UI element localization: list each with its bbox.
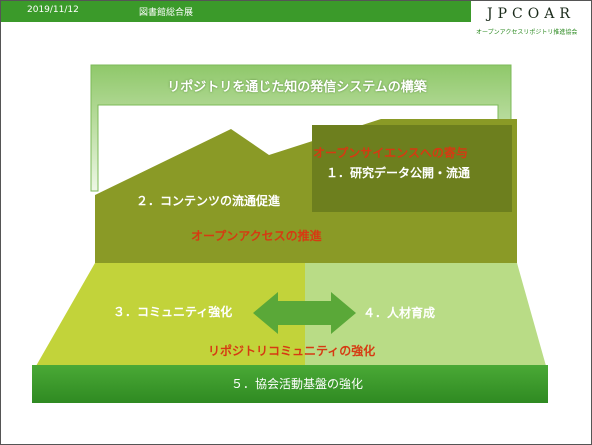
item-community: ３．コミュニティ強化 [113,305,233,319]
open-access-label: オープンアクセスの推進 [191,229,322,243]
slide-header-bar: 2019/11/12 図書館総合展 [1,1,471,22]
item-research-data: １．研究データ公開・流通 [326,166,471,180]
foundation-bar [32,365,548,403]
open-science-block [312,125,512,212]
banner-shape [90,64,512,192]
header-event-name: 図書館総合展 [139,8,194,18]
item-human-resources: ４．人材育成 [363,306,436,320]
item-content-distribution: ２．コンテンツの流通促進 [136,194,281,208]
double-arrow-icon [253,292,356,334]
logo-subtitle: オープンアクセスリポジトリ推進協会 [476,29,578,36]
community-left-block [32,263,305,373]
banner-title: リポジトリを通じた知の発信システムの構築 [167,80,427,95]
community-right-block [305,263,548,373]
header-date: 2019/11/12 [27,5,79,15]
item-foundation: ５．協会活動基盤の強化 [230,377,363,391]
jpcoar-logo: JPCOAR オープンアクセスリポジトリ推進協会 [471,1,591,39]
community-label: リポジトリコミュニティの強化 [208,344,376,358]
logo-name: JPCOAR [487,6,575,22]
open-science-label: オープンサイエンスへの寄与 [313,146,468,160]
